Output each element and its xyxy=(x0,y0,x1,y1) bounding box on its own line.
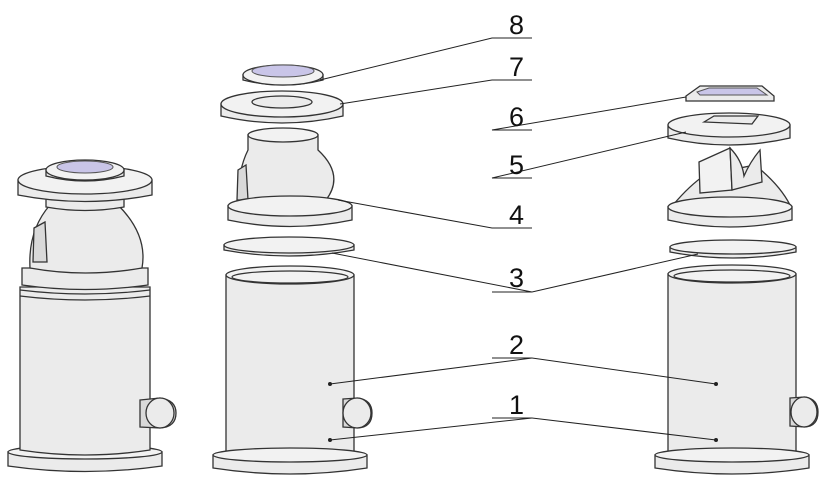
assembled-dome xyxy=(29,204,144,274)
label-7: 7 xyxy=(509,52,524,82)
label-1: 1 xyxy=(509,390,524,420)
label-6: 6 xyxy=(509,102,524,132)
right-part-2-cylinder xyxy=(667,273,797,459)
center-exploded-stack xyxy=(212,64,373,475)
assembled-unit xyxy=(7,159,177,473)
right-block xyxy=(698,147,733,194)
leader-3-left xyxy=(331,252,533,293)
leader-lines xyxy=(319,37,718,442)
leader-8 xyxy=(319,37,532,81)
center-part-2-cylinder xyxy=(225,274,355,459)
assembled-window xyxy=(56,160,114,174)
label-4: 4 xyxy=(509,200,524,230)
leader-5 xyxy=(491,131,687,179)
leader-7 xyxy=(339,79,532,105)
center-part-4-dome xyxy=(237,134,335,201)
leader-3-right xyxy=(492,253,699,293)
leader-6 xyxy=(491,96,687,131)
label-2: 2 xyxy=(509,330,524,360)
assembled-collar xyxy=(21,267,149,291)
label-8: 8 xyxy=(509,10,524,40)
leader-4 xyxy=(337,199,532,229)
label-3: 3 xyxy=(509,263,524,293)
assembled-cylinder xyxy=(19,286,151,456)
label-5: 5 xyxy=(509,150,524,180)
center-window xyxy=(251,64,315,78)
part-number-labels: 8 7 6 5 4 3 2 1 xyxy=(509,10,524,420)
leader-2-left xyxy=(329,357,533,385)
leader-1-right xyxy=(492,417,717,441)
right-exploded-stack xyxy=(654,85,819,475)
leader-2-right xyxy=(492,357,717,385)
leader-1-left xyxy=(329,417,533,441)
